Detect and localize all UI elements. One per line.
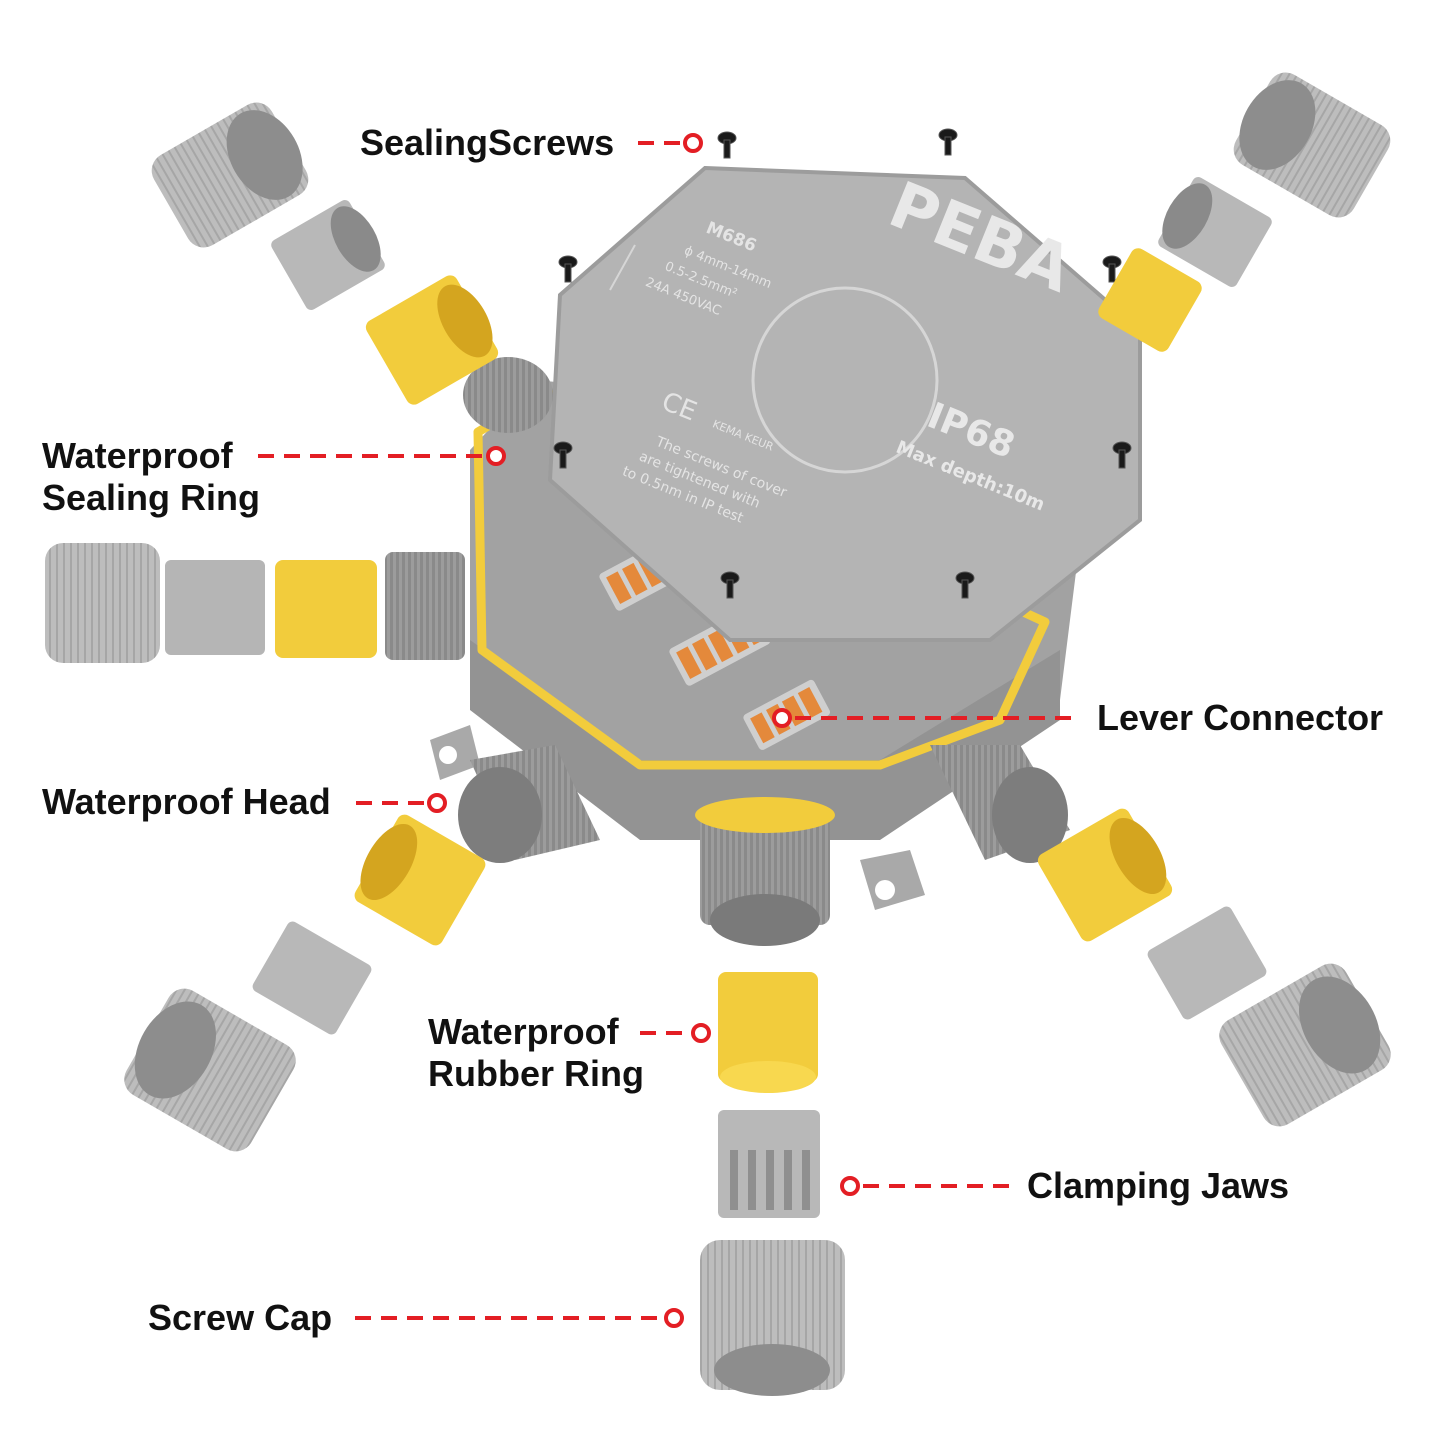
- gland-assembly-lower-right: [1037, 808, 1391, 1127]
- sealing-screws: [553, 128, 1132, 599]
- rubber-ring: [365, 275, 499, 405]
- screw-cap: [124, 988, 296, 1152]
- callout-waterproof-sealing-ring-line-2: Sealing Ring: [42, 477, 261, 518]
- screw-icon: [1112, 441, 1132, 469]
- gland-assembly-upper-right: [1098, 72, 1391, 352]
- callout-waterproof-rubber-ring-line-2: Rubber Ring: [428, 1053, 644, 1094]
- callout-sealing-screws: SealingScrews: [360, 122, 614, 164]
- callout-waterproof-head: Waterproof Head: [42, 781, 331, 823]
- gland-assembly-lower-left: [124, 814, 486, 1152]
- waterproof-head-lower-right: [930, 745, 1070, 863]
- callout-screw-cap: Screw Cap: [148, 1297, 332, 1339]
- callout-circle-icon: [840, 1176, 860, 1196]
- rubber-ring: [354, 814, 486, 946]
- clamping-jaws: [252, 921, 372, 1035]
- screw-icon: [938, 128, 958, 156]
- callout-waterproof-sealing-ring: Waterproof Sealing Ring: [42, 435, 260, 519]
- gland-assembly-upper-left: [151, 102, 499, 405]
- callout-waterproof-rubber-ring: Waterproof Rubber Ring: [428, 1011, 644, 1095]
- waterproof-head-bottom: [695, 797, 835, 946]
- gland-assembly-bottom: [700, 972, 845, 1396]
- waterproof-head-left: [385, 552, 465, 660]
- octagonal-lid: [547, 165, 1142, 642]
- callout-waterproof-sealing-ring-line-1: Waterproof: [42, 435, 233, 476]
- rubber-ring: [1098, 248, 1202, 352]
- clamping-jaws: [1158, 177, 1272, 287]
- screw-cap: [45, 543, 160, 663]
- screw-icon: [1102, 255, 1122, 283]
- callout-circle-icon: [664, 1308, 684, 1328]
- waterproof-head-upper-left: [463, 357, 553, 433]
- gland-assembly-left: [45, 543, 377, 663]
- screw-cap: [1219, 963, 1391, 1127]
- callout-lever-connector: Lever Connector: [1097, 697, 1383, 739]
- callout-sealing-screws-text: SealingScrews: [360, 122, 615, 163]
- callout-circle-icon: [486, 446, 506, 466]
- screw-cap: [151, 102, 309, 248]
- callout-clamping-jaws: Clamping Jaws: [1027, 1165, 1289, 1207]
- callout-waterproof-head-text: Waterproof Head: [42, 781, 331, 822]
- screw-icon: [720, 571, 740, 599]
- screw-icon: [717, 131, 737, 159]
- callout-leaders: [258, 133, 1080, 1328]
- screw-icon: [955, 571, 975, 599]
- rubber-ring: [718, 972, 818, 1093]
- screw-icon: [553, 441, 573, 469]
- callout-circle-icon: [427, 793, 447, 813]
- screw-cap: [1233, 72, 1391, 218]
- clamping-jaws: [165, 560, 265, 655]
- rubber-ring: [1037, 808, 1173, 942]
- callout-circle-icon: [772, 708, 792, 728]
- callout-circle-icon: [683, 133, 703, 153]
- screw-cap: [700, 1240, 845, 1396]
- callout-waterproof-rubber-ring-line-1: Waterproof: [428, 1011, 619, 1052]
- screw-icon: [558, 255, 578, 283]
- rubber-ring: [275, 560, 377, 658]
- clamping-jaws: [718, 1110, 820, 1218]
- callout-circle-icon: [691, 1023, 711, 1043]
- clamping-jaws: [271, 200, 385, 310]
- callout-clamping-jaws-text: Clamping Jaws: [1027, 1165, 1290, 1206]
- callout-screw-cap-text: Screw Cap: [148, 1297, 333, 1338]
- callout-lever-connector-text: Lever Connector: [1097, 697, 1384, 738]
- waterproof-head-lower-left: [458, 745, 600, 863]
- clamping-jaws: [1147, 906, 1267, 1020]
